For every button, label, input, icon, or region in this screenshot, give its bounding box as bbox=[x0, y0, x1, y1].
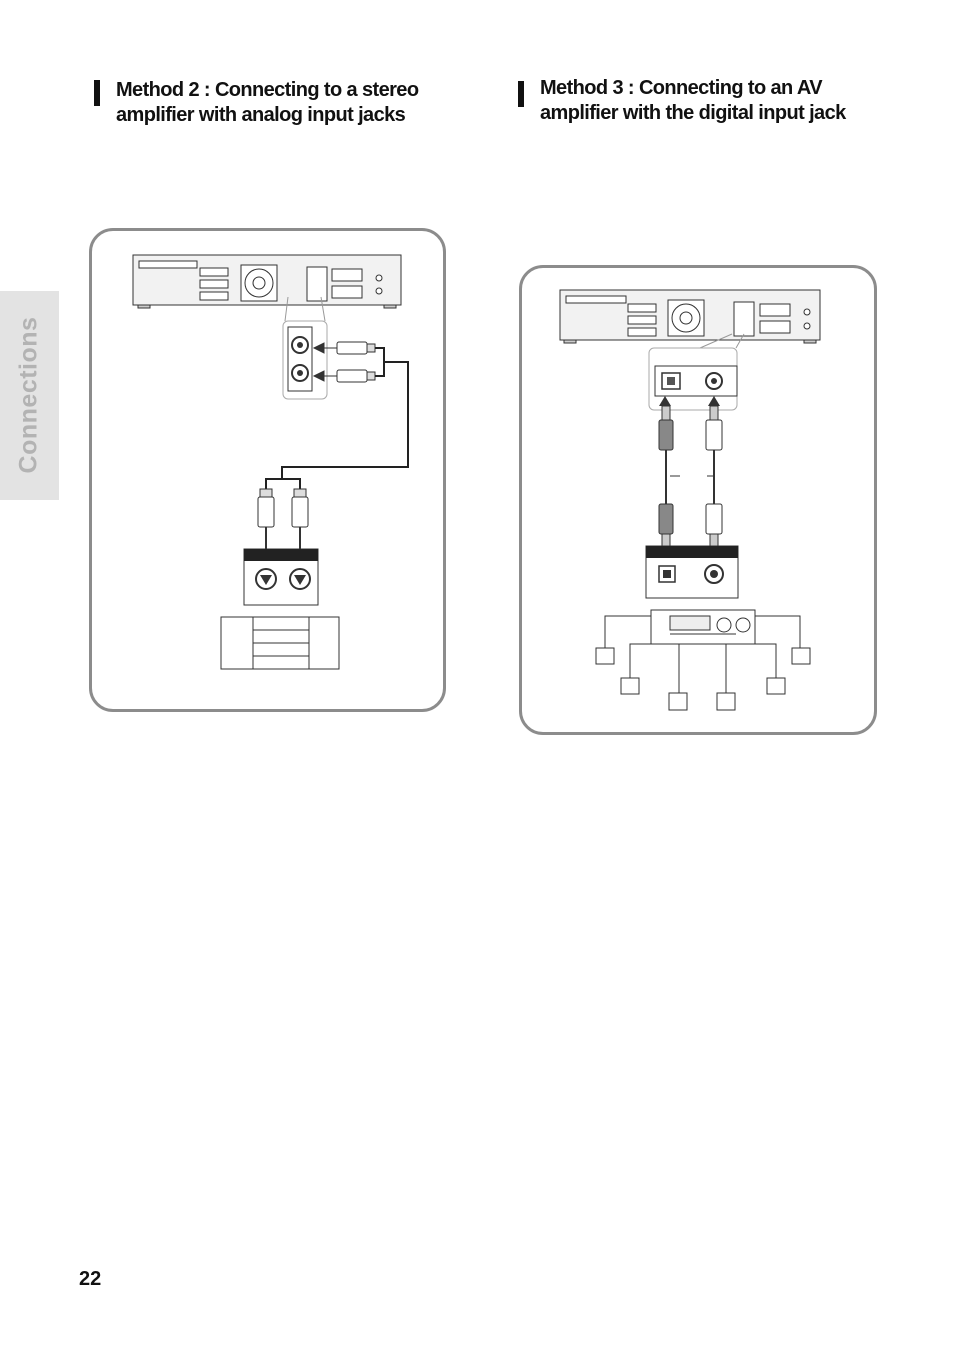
sidebar-tab bbox=[0, 291, 59, 500]
method3-connection-diagram bbox=[559, 289, 821, 711]
audio-cable bbox=[265, 347, 409, 489]
optical-cable bbox=[658, 405, 674, 547]
speaker-rear-right bbox=[766, 677, 786, 695]
coaxial-cable bbox=[705, 405, 723, 547]
speaker-front-left bbox=[595, 647, 615, 665]
method2-diagram-panel bbox=[89, 228, 446, 712]
method3-heading-line2: amplifier with the digital input jack bbox=[540, 102, 846, 124]
speaker-center bbox=[668, 692, 688, 711]
digital-output-jacks-detail bbox=[648, 347, 738, 411]
speaker-subwoofer bbox=[716, 692, 736, 711]
callout-lines bbox=[699, 333, 745, 349]
method2-heading-line2: amplifier with analog input jacks bbox=[116, 104, 406, 126]
sidebar-tab-label: Connections bbox=[14, 316, 43, 474]
method3-heading-marker bbox=[518, 81, 524, 107]
amplifier-digital-input-jacks bbox=[645, 545, 739, 599]
method2-connection-diagram bbox=[132, 254, 409, 670]
speakers bbox=[595, 647, 811, 711]
amplifier-audio-input-jacks bbox=[243, 548, 319, 606]
speaker-front-right bbox=[791, 647, 811, 665]
dvd-recorder-rear-panel bbox=[559, 289, 821, 344]
audio-cable-plugs bbox=[312, 341, 376, 383]
method2-heading-marker bbox=[94, 80, 100, 106]
method3-heading: Method 3 : Connecting to an AV amplifier… bbox=[540, 76, 846, 126]
callout-lines bbox=[284, 296, 326, 322]
speaker-wiring bbox=[604, 615, 801, 693]
cable-direction-arrows bbox=[659, 396, 720, 406]
av-amplifier bbox=[650, 609, 756, 645]
method3-diagram-panel bbox=[519, 265, 877, 735]
page-number: 22 bbox=[79, 1268, 102, 1290]
method3-heading-line1: Method 3 : Connecting to an AV bbox=[540, 77, 823, 99]
dvd-recorder-rear-panel bbox=[132, 254, 402, 309]
method2-heading-line1: Method 2 : Connecting to a stereo bbox=[116, 79, 419, 101]
method2-heading: Method 2 : Connecting to a stereo amplif… bbox=[116, 78, 419, 128]
stereo-amplifier bbox=[220, 616, 340, 670]
audio-output-jacks-detail bbox=[282, 320, 328, 400]
speaker-rear-left bbox=[620, 677, 640, 695]
